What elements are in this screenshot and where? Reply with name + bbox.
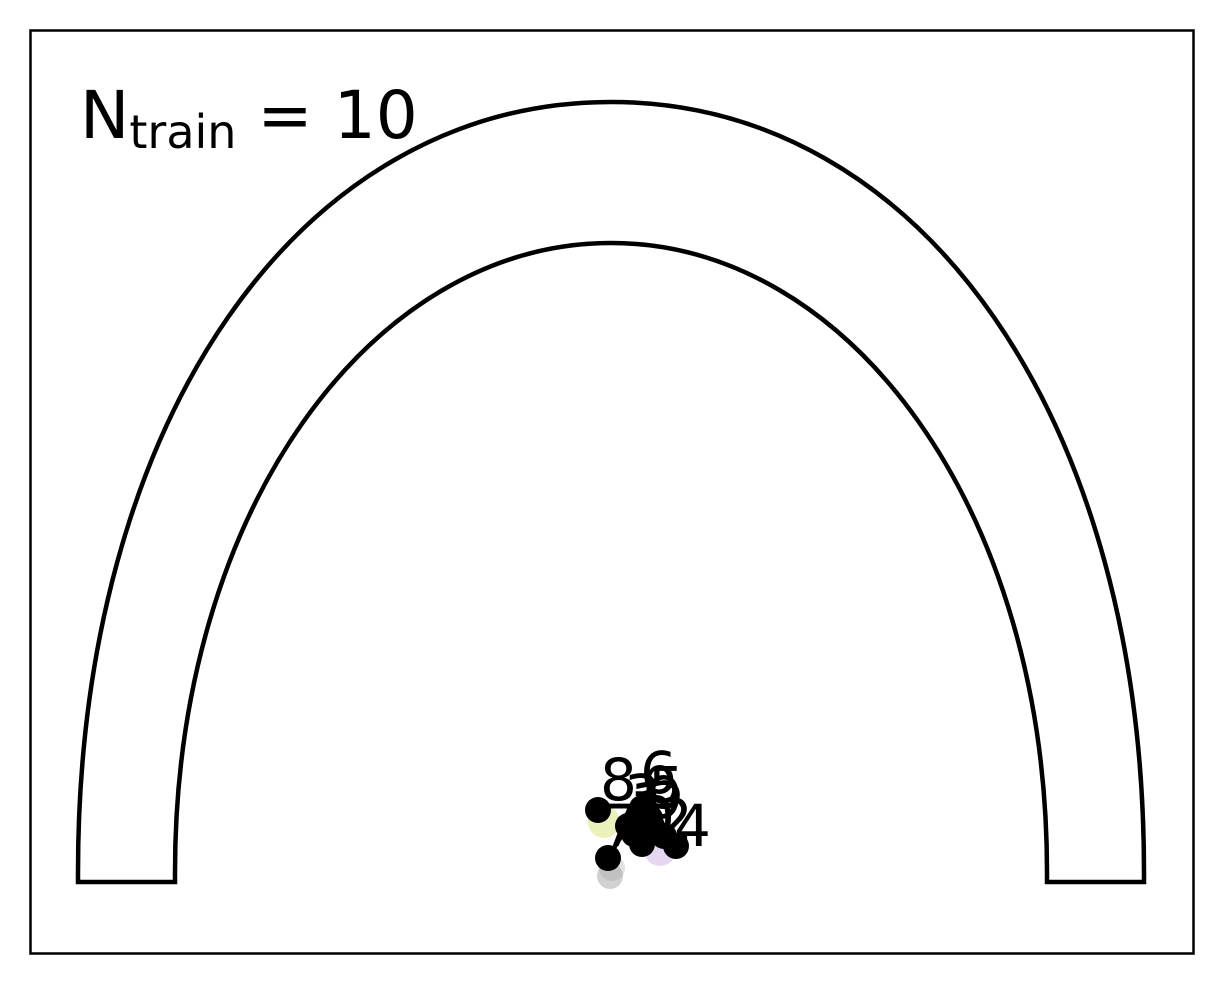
- agent-label: 8: [600, 746, 637, 814]
- arch-track: [75, 99, 1147, 885]
- plot-frame: [29, 29, 1195, 955]
- agent-marker: [585, 797, 611, 823]
- annotation-prefix: N: [80, 77, 129, 154]
- agent-label: 5: [648, 754, 685, 822]
- agent-label: 1: [630, 770, 667, 838]
- agent-marker: [615, 813, 641, 839]
- agent-label: 9: [646, 764, 683, 832]
- annotation-subscript: train: [129, 105, 236, 159]
- agent-marker: [639, 813, 665, 839]
- agent-marker: [595, 845, 621, 871]
- annotation-suffix: = 10: [236, 77, 417, 154]
- n-train-annotation: Ntrain = 10: [80, 77, 418, 159]
- agent-label: 4: [674, 792, 711, 860]
- agent-label: 3: [624, 762, 661, 830]
- agent-label: 2: [656, 786, 693, 854]
- agent-label: 7: [602, 792, 639, 860]
- agent-label: 0: [638, 784, 675, 852]
- agent-label: 6: [640, 739, 677, 807]
